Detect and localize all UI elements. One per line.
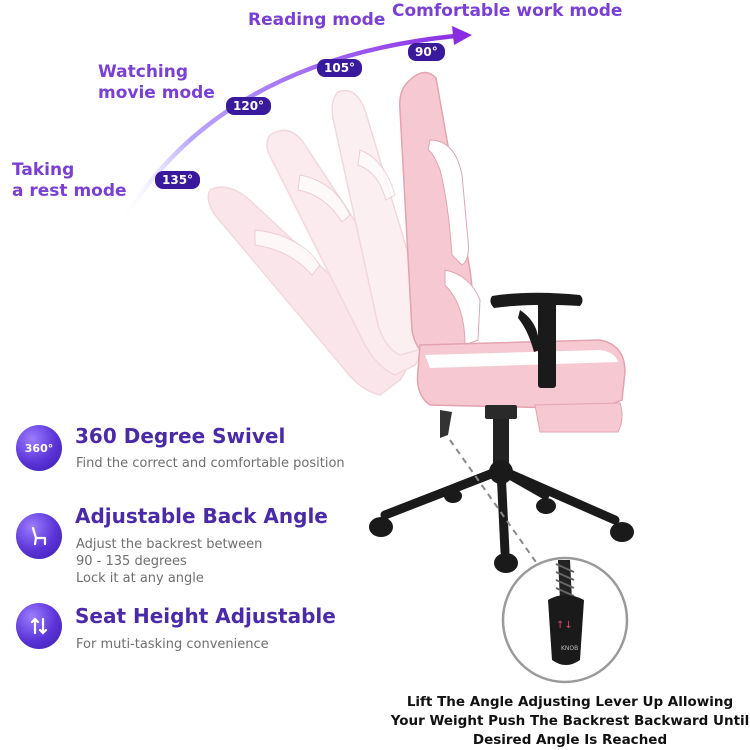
- swivel-360-icon-text: 360°: [24, 441, 54, 455]
- mode-label-work: Comfortable work mode: [392, 1, 623, 21]
- feature-desc-seat-height: For muti-tasking convenience: [76, 637, 269, 652]
- backrest-105-ghost: [331, 89, 428, 356]
- angle-badge-120: 120°: [226, 97, 272, 115]
- feature-title-seat-height: Seat Height Adjustable: [75, 604, 336, 628]
- feature-desc-back-angle: Adjust the backrest between 90 - 135 deg…: [76, 537, 263, 586]
- gas-cylinder: [493, 410, 509, 470]
- armrest-top: [490, 292, 583, 308]
- adjusting-lever-icon: ↑↓ KNOB: [548, 560, 584, 665]
- lever-instruction-caption: Lift The Angle Adjusting Lever Up Allowi…: [390, 694, 750, 748]
- footrest: [534, 402, 623, 433]
- angle-badge-135: 135°: [155, 171, 201, 189]
- feature-title-back-angle: Adjustable Back Angle: [75, 504, 328, 528]
- mode-label-movie: Watching movie mode: [98, 62, 215, 103]
- swivel-360-icon: 360°: [16, 425, 62, 471]
- mode-label-rest: Taking a rest mode: [12, 160, 127, 201]
- angle-badge-90: 90°: [408, 43, 445, 61]
- angle-badge-105: 105°: [317, 59, 363, 77]
- armrest-post: [538, 302, 556, 388]
- svg-text:KNOB: KNOB: [561, 645, 578, 652]
- recline-seat-icon: [16, 513, 62, 559]
- svg-text:↑↓: ↑↓: [556, 620, 573, 631]
- mode-label-reading: Reading mode: [248, 10, 386, 30]
- feature-title-swivel: 360 Degree Swivel: [75, 424, 286, 448]
- feature-desc-swivel: Find the correct and comfortable positio…: [76, 456, 345, 471]
- height-arrows-icon: [16, 603, 62, 649]
- casters: [369, 489, 634, 573]
